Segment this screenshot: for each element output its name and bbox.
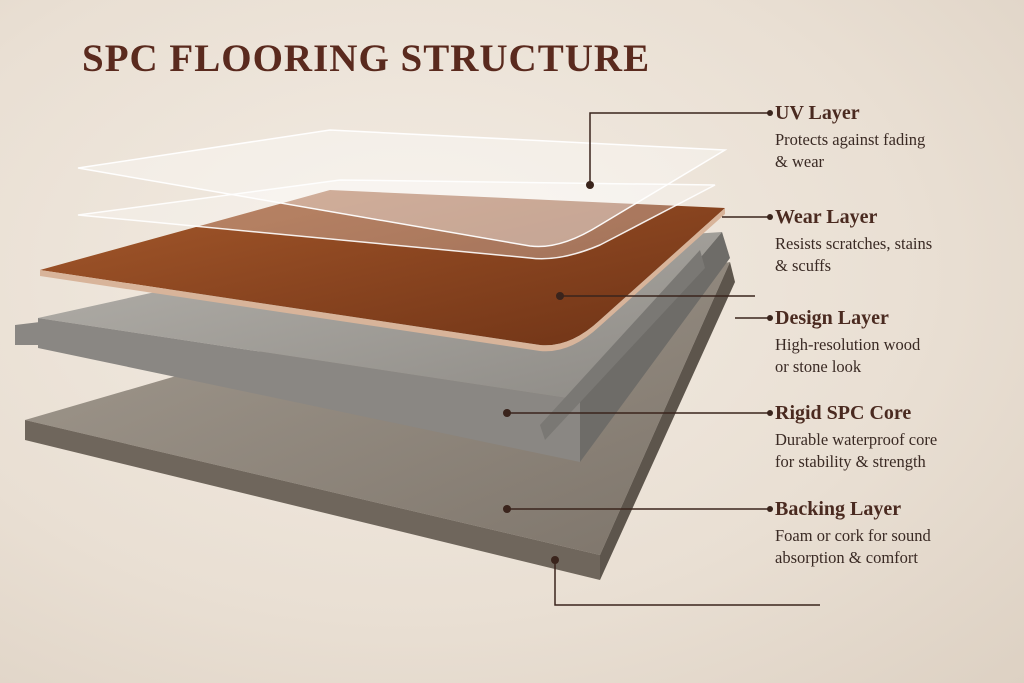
leader-lines xyxy=(507,112,820,606)
layer-name: Design Layer xyxy=(775,307,889,329)
layer-description: or stone look xyxy=(775,357,862,376)
layer-description: absorption & comfort xyxy=(775,548,918,567)
layer-name: Wear Layer xyxy=(775,206,878,228)
page-title: SPC FLOORING STRUCTURE xyxy=(82,37,651,80)
layer-description: Protects against fading xyxy=(775,130,926,149)
layer-name: UV Layer xyxy=(775,102,860,124)
uv-layer xyxy=(77,129,728,248)
layer-description: & scuffs xyxy=(775,256,832,275)
label-wear-layer: Wear Layer Resists scratches, stains & sc… xyxy=(775,205,1015,277)
layer-description: High-resolution wood xyxy=(775,335,921,354)
layer-description: & wear xyxy=(775,152,825,171)
label-backing-layer: Backing Layer Foam or cork for sound abso… xyxy=(775,497,1015,569)
layer-description: Foam or cork for sound xyxy=(775,526,931,545)
label-rigid-spc-core: Rigid SPC Core Durable waterproof core fo… xyxy=(775,401,1015,473)
layer-name: Backing Layer xyxy=(775,498,902,520)
wear-layer xyxy=(77,179,716,260)
label-uv-layer: UV Layer Protects against fading & wear xyxy=(775,101,1015,173)
layer-description: Durable waterproof core xyxy=(775,430,938,449)
layer-description: for stability & strength xyxy=(775,452,926,471)
design-layer xyxy=(40,190,725,352)
layer-description: Resists scratches, stains xyxy=(775,234,933,253)
leader-dots xyxy=(503,110,773,564)
label-design-layer: Design Layer High-resolution wood or ston… xyxy=(775,306,1015,378)
layer-name: Rigid SPC Core xyxy=(775,402,912,424)
